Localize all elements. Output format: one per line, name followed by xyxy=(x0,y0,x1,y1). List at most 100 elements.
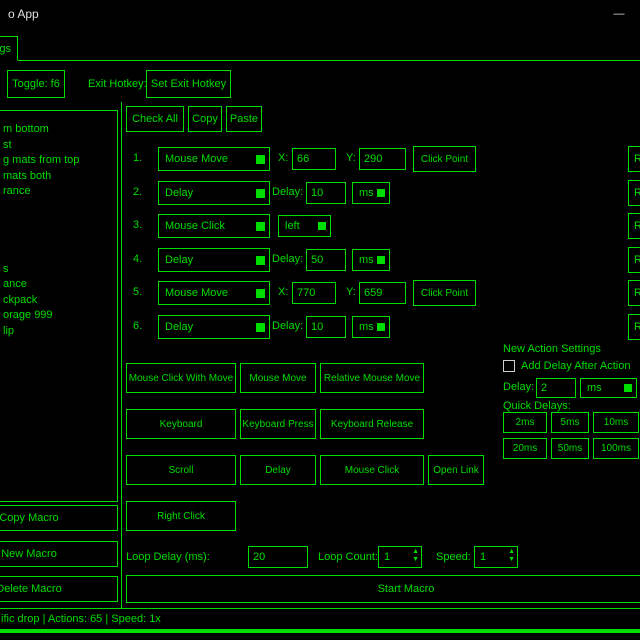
click-point-button[interactable]: Click Point xyxy=(413,280,476,306)
add-mouse-click-with-move-button[interactable]: Mouse Click With Move xyxy=(126,363,236,393)
action-row: 2. Delay Delay: 10 ms R xyxy=(0,181,640,208)
action-type-value: Mouse Move xyxy=(165,153,228,165)
action-type-dropdown[interactable]: Delay xyxy=(158,248,270,272)
spinner-down-icon[interactable]: ▼ xyxy=(508,556,515,564)
quick-delay-10ms-button[interactable]: 10ms xyxy=(593,412,639,433)
delay-input[interactable]: 10 xyxy=(306,182,346,204)
action-type-dropdown[interactable]: Delay xyxy=(158,181,270,205)
set-exit-hotkey-button[interactable]: Set Exit Hotkey xyxy=(146,70,231,98)
delay-unit-value: ms xyxy=(359,187,374,199)
status-text: ific drop | Actions: 65 | Speed: 1x xyxy=(0,613,161,625)
action-row: 6. Delay Delay: 10 ms R xyxy=(0,315,640,342)
dropdown-indicator-icon xyxy=(256,256,265,265)
remove-action-button[interactable]: R xyxy=(628,280,640,306)
remove-action-button[interactable]: R xyxy=(628,213,640,239)
new-macro-button[interactable]: New Macro xyxy=(0,541,118,567)
x-input[interactable]: 66 xyxy=(292,148,336,170)
remove-action-button[interactable]: R xyxy=(628,180,640,206)
quick-delay-100ms-button[interactable]: 100ms xyxy=(593,438,639,459)
action-type-value: Mouse Move xyxy=(165,287,228,299)
loop-count-label: Loop Count: xyxy=(318,551,378,563)
delay-unit-dropdown[interactable]: ms xyxy=(352,249,390,271)
tab-macros[interactable]: gs xyxy=(0,36,18,61)
action-type-dropdown[interactable]: Mouse Move xyxy=(158,147,270,171)
add-right-click-button[interactable]: Right Click xyxy=(126,501,236,531)
loop-count-stepper[interactable]: 1 ▲ ▼ xyxy=(378,546,422,568)
delay-input[interactable]: 50 xyxy=(306,249,346,271)
loop-delay-input[interactable]: 20 xyxy=(248,546,308,568)
check-all-button[interactable]: Check All xyxy=(126,106,184,132)
action-number: 2. xyxy=(133,186,142,198)
panel-separator xyxy=(121,102,122,608)
action-row: 4. Delay Delay: 50 ms R xyxy=(0,248,640,275)
action-type-dropdown[interactable]: Delay xyxy=(158,315,270,339)
delay-input[interactable]: 10 xyxy=(306,316,346,338)
tab-strip-line xyxy=(0,60,640,61)
click-point-button[interactable]: Click Point xyxy=(413,146,476,172)
mouse-button-value: left xyxy=(285,220,300,232)
add-mouse-click-button[interactable]: Mouse Click xyxy=(320,455,424,485)
minimize-icon: — xyxy=(614,8,625,20)
dropdown-indicator-icon xyxy=(256,289,265,298)
delete-macro-button[interactable]: Delete Macro xyxy=(0,576,118,602)
remove-action-button[interactable]: R xyxy=(628,247,640,273)
add-keyboard-press-button[interactable]: Keyboard Press xyxy=(240,409,316,439)
speed-value: 1 xyxy=(480,551,486,563)
quick-delays-label: Quick Delays: xyxy=(503,400,571,412)
add-mouse-move-button[interactable]: Mouse Move xyxy=(240,363,316,393)
dropdown-indicator-icon xyxy=(318,222,326,230)
spinner-up-icon[interactable]: ▲ xyxy=(412,548,419,556)
add-keyboard-button[interactable]: Keyboard xyxy=(126,409,236,439)
exit-hotkey-label: Exit Hotkey: xyxy=(88,78,147,90)
loop-delay-label: Loop Delay (ms): xyxy=(126,551,210,563)
quick-delay-50ms-button[interactable]: 50ms xyxy=(551,438,589,459)
new-action-delay-input[interactable]: 2 xyxy=(536,378,576,398)
dropdown-indicator-icon xyxy=(624,384,632,392)
spinner-up-icon[interactable]: ▲ xyxy=(508,548,515,556)
spinner-down-icon[interactable]: ▼ xyxy=(412,556,419,564)
dropdown-indicator-icon xyxy=(377,256,385,264)
action-type-value: Delay xyxy=(165,254,193,266)
delay-unit-dropdown[interactable]: ms xyxy=(352,182,390,204)
action-type-dropdown[interactable]: Mouse Click xyxy=(158,214,270,238)
add-delay-after-action-checkbox[interactable] xyxy=(503,360,515,372)
macro-list-item[interactable]: m bottom xyxy=(0,122,117,138)
action-row: 5. Mouse Move X: 770 Y: 659 Click Point … xyxy=(0,281,640,308)
delay-unit-dropdown[interactable]: ms xyxy=(352,316,390,338)
y-input[interactable]: 659 xyxy=(359,282,406,304)
x-label: X: xyxy=(278,152,288,164)
add-scroll-button[interactable]: Scroll xyxy=(126,455,236,485)
action-type-dropdown[interactable]: Mouse Move xyxy=(158,281,270,305)
action-number: 6. xyxy=(133,320,142,332)
status-bar: ific drop | Actions: 65 | Speed: 1x xyxy=(0,608,640,629)
tab-label: gs xyxy=(0,43,11,55)
add-delay-button[interactable]: Delay xyxy=(240,455,316,485)
copy-actions-button[interactable]: Copy xyxy=(188,106,222,132)
paste-actions-button[interactable]: Paste xyxy=(226,106,262,132)
speed-label: Speed: xyxy=(436,551,471,563)
remove-action-button[interactable]: R xyxy=(628,146,640,172)
quick-delay-2ms-button[interactable]: 2ms xyxy=(503,412,547,433)
add-keyboard-release-button[interactable]: Keyboard Release xyxy=(320,409,424,439)
add-relative-mouse-move-button[interactable]: Relative Mouse Move xyxy=(320,363,424,393)
new-action-delay-label: Delay: xyxy=(503,381,534,393)
quick-delay-5ms-button[interactable]: 5ms xyxy=(551,412,589,433)
quick-delay-20ms-button[interactable]: 20ms xyxy=(503,438,547,459)
remove-action-button[interactable]: R xyxy=(628,314,640,340)
toggle-hotkey-button[interactable]: Toggle: f6 xyxy=(7,70,65,98)
new-action-delay-unit-dropdown[interactable]: ms xyxy=(580,378,637,398)
mouse-button-dropdown[interactable]: left xyxy=(278,215,331,237)
dropdown-indicator-icon xyxy=(377,189,385,197)
y-input[interactable]: 290 xyxy=(359,148,406,170)
add-open-link-button[interactable]: Open Link xyxy=(428,455,484,485)
minimize-button[interactable]: — xyxy=(604,0,634,28)
action-number: 3. xyxy=(133,219,142,231)
loop-count-value: 1 xyxy=(384,551,390,563)
speed-stepper[interactable]: 1 ▲ ▼ xyxy=(474,546,518,568)
x-input[interactable]: 770 xyxy=(292,282,336,304)
action-number: 1. xyxy=(133,152,142,164)
new-action-delay-unit-value: ms xyxy=(587,382,602,394)
copy-macro-button[interactable]: Copy Macro xyxy=(0,505,118,531)
start-macro-button[interactable]: Start Macro xyxy=(126,575,640,603)
